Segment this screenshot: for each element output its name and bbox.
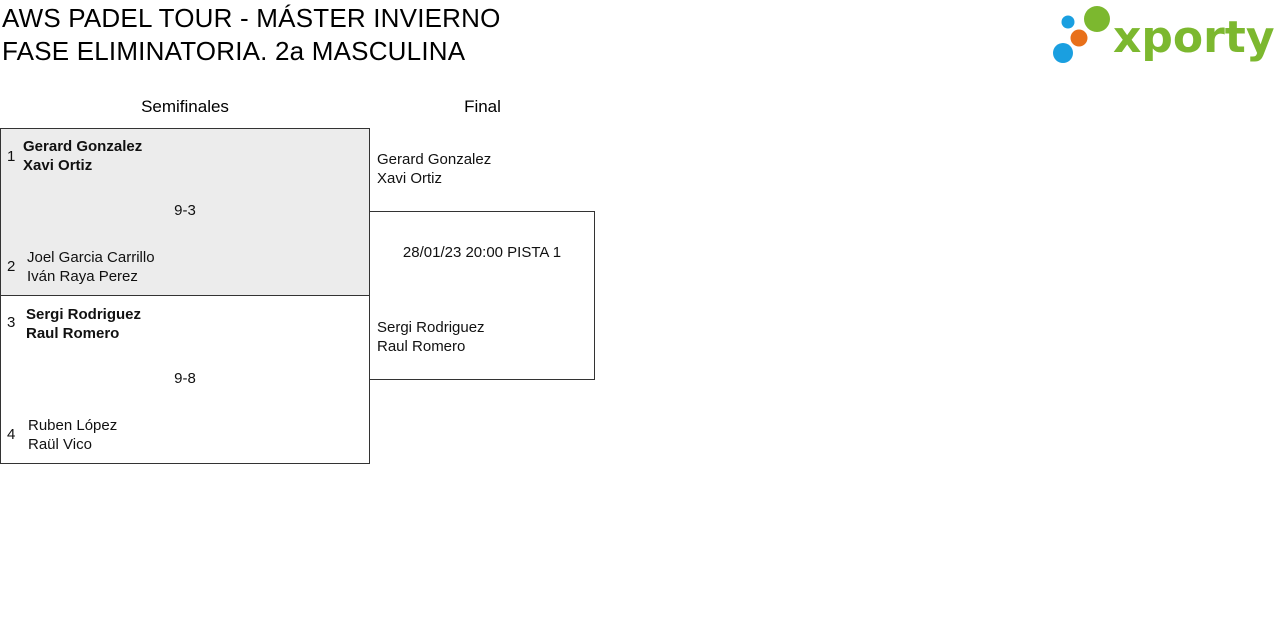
match-score: 9-3 bbox=[174, 202, 196, 219]
player-name: Xavi Ortiz bbox=[377, 170, 443, 187]
player-name: Gerard Gonzalez bbox=[377, 151, 492, 168]
logo-dot-green bbox=[1084, 6, 1110, 32]
match-schedule: 28/01/23 20:00 PISTA 1 bbox=[402, 244, 562, 261]
player-name: Sergi Rodriguez bbox=[26, 306, 142, 323]
player-name: Xavi Ortiz bbox=[23, 157, 93, 174]
logo-dot-blue-large bbox=[1053, 43, 1073, 63]
player-name: Raül Vico bbox=[28, 436, 92, 453]
page-subtitle: FASE ELIMINATORIA. 2a MASCULINA bbox=[2, 36, 466, 66]
player-name: Gerard Gonzalez bbox=[23, 138, 143, 155]
seed-number: 1 bbox=[7, 148, 16, 165]
logo-dot-blue-small bbox=[1061, 15, 1075, 29]
match-score: 9-8 bbox=[174, 370, 196, 387]
team-entry: Gerard Gonzalez Xavi Ortiz bbox=[23, 137, 142, 175]
final-team-top: Gerard Gonzalez Xavi Ortiz bbox=[377, 150, 491, 188]
round-label-final: Final bbox=[464, 97, 501, 116]
seed-number: 4 bbox=[7, 426, 16, 443]
player-name: Ruben López bbox=[28, 417, 118, 434]
seed-number: 3 bbox=[7, 314, 16, 331]
player-name: Raul Romero bbox=[377, 338, 466, 355]
page-title: AWS PADEL TOUR - MÁSTER INVIERNO bbox=[2, 3, 501, 33]
final-team-bottom: Sergi Rodriguez Raul Romero bbox=[377, 318, 485, 356]
final-match bbox=[369, 211, 595, 380]
seed-number: 2 bbox=[7, 258, 16, 275]
xporty-logo: xporty bbox=[1053, 6, 1275, 63]
round-label-semifinals: Semifinales bbox=[141, 97, 229, 116]
player-name: Iván Raya Perez bbox=[27, 268, 138, 285]
team-entry: Joel Garcia Carrillo Iván Raya Perez bbox=[27, 248, 155, 286]
team-entry: Ruben López Raül Vico bbox=[28, 416, 117, 454]
player-name: Joel Garcia Carrillo bbox=[27, 249, 155, 266]
logo-wordmark: xporty bbox=[1113, 12, 1275, 63]
team-entry: Sergi Rodriguez Raul Romero bbox=[26, 305, 141, 343]
player-name: Raul Romero bbox=[26, 325, 120, 342]
logo-dot-orange bbox=[1070, 29, 1088, 47]
player-name: Sergi Rodriguez bbox=[377, 319, 485, 336]
